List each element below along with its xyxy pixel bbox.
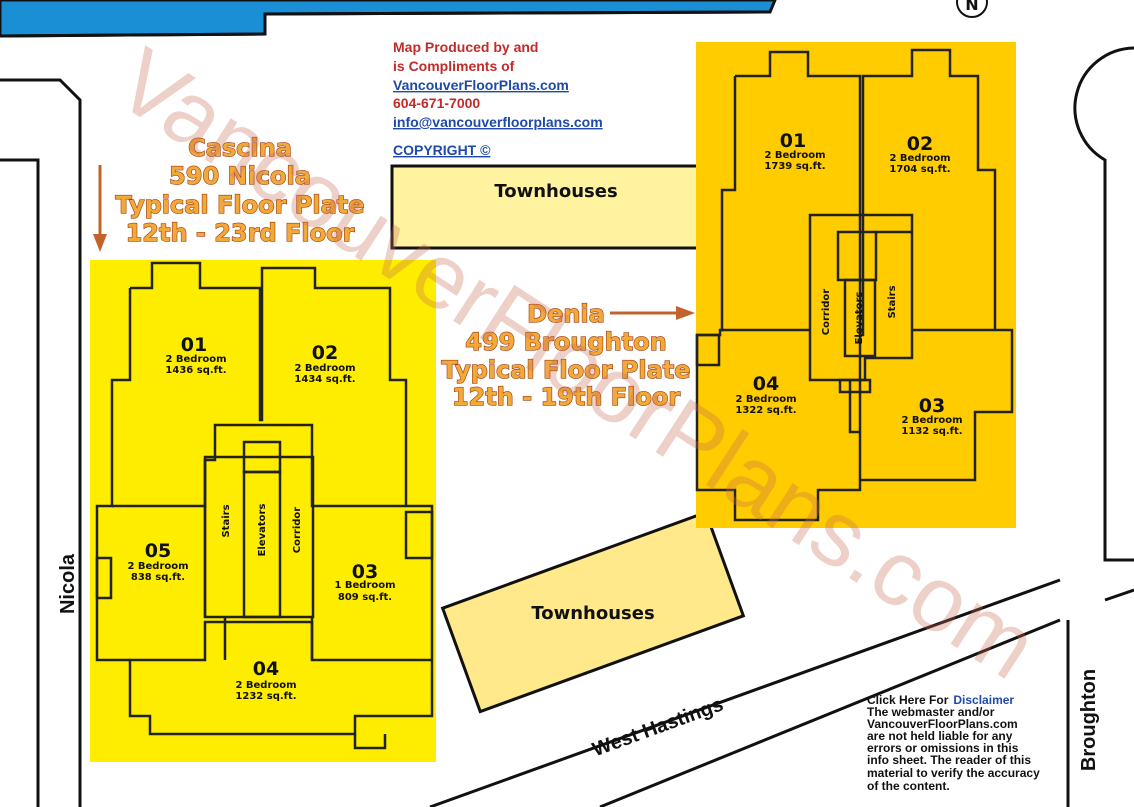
cascina-unit-05-number: 05 (145, 540, 171, 562)
cascina-elevators-label: Elevators (257, 504, 268, 557)
denia-elevators-label: Elevators (854, 292, 865, 345)
producer-phone: 604-671-7000 (393, 95, 480, 111)
hastings-road-edge-lower (599, 618, 1061, 807)
denia-unit-01-beds: 2 Bedroom (764, 150, 825, 161)
disclaimer-line-5: info sheet. The reader of this (867, 753, 1031, 767)
denia-unit-02-beds: 2 Bedroom (889, 153, 950, 164)
producer-info: Map Produced by and is Compliments of Va… (393, 39, 603, 158)
denia-name: Denia (527, 300, 605, 328)
denia-unit-04-size: 1322 sq.ft. (735, 405, 796, 416)
denia-plate: Typical Floor Plate (441, 356, 690, 384)
cascina-unit-03-size: 809 sq.ft. (338, 592, 392, 603)
road-edge-top-2 (0, 158, 40, 807)
producer-copyright: COPYRIGHT © (393, 142, 491, 158)
denia-stairs-label: Stairs (887, 285, 898, 318)
denia-floor-plate (695, 48, 1014, 522)
disclaimer-prefix: Click Here For Disclaimer (867, 693, 1014, 707)
cul-de-sac (1073, 46, 1134, 562)
disclaimer-line-6: material to verify the accuracy (867, 766, 1040, 780)
cascina-corridor-label: Corridor (292, 507, 303, 554)
denia-unit-04-number: 04 (753, 373, 779, 395)
cascina-address: 590 Nicola (169, 162, 311, 190)
disclaimer-line-3: are not held liable for any (867, 729, 1013, 743)
denia-unit-03-number: 03 (919, 395, 945, 417)
cascina-plate: Typical Floor Plate (115, 191, 364, 219)
cascina-unit-01-beds: 2 Bedroom (165, 354, 226, 365)
denia-lot (696, 42, 1016, 528)
cascina-unit-05-size: 838 sq.ft. (131, 572, 185, 583)
cascina-unit-03-beds: 1 Bedroom (334, 580, 395, 591)
street-broughton: Broughton (1078, 669, 1100, 771)
denia-unit-02-size: 1704 sq.ft. (889, 164, 950, 175)
cascina-unit-04-number: 04 (253, 658, 279, 680)
producer-email[interactable]: info@vancouverfloorplans.com (393, 114, 603, 130)
disclaimer-line-4: errors or omissions in this (867, 741, 1019, 755)
cascina-floors: 12th - 23rd Floor (126, 219, 355, 247)
producer-email-link[interactable]: info@vancouverfloorplans.com (393, 114, 603, 130)
producer-line2: is Compliments of (393, 58, 515, 74)
townhouses-bottom-block: Townhouses (440, 510, 746, 714)
cascina-stairs-label: Stairs (221, 504, 232, 537)
cascina-unit-01-size: 1436 sq.ft. (165, 365, 226, 376)
cascina-arrow (93, 165, 107, 252)
cascina-unit-02-size: 1434 sq.ft. (294, 374, 355, 385)
denia-arrow (610, 306, 695, 320)
street-west-hastings: West Hastings (590, 694, 727, 762)
denia-unit-01-size: 1739 sq.ft. (764, 161, 825, 172)
townhouses-bottom-label: Townhouses (531, 603, 654, 624)
producer-website[interactable]: VancouverFloorPlans.com (393, 77, 569, 93)
cascina-floor-plate (95, 261, 434, 750)
cascina-unit-02-number: 02 (312, 342, 338, 364)
cascina-unit-05-beds: 2 Bedroom (127, 561, 188, 572)
townhouses-top-label: Townhouses (494, 181, 617, 202)
producer-website-link[interactable]: VancouverFloorPlans.com (393, 77, 569, 93)
cascina-unit-04-size: 1232 sq.ft. (235, 691, 296, 702)
north-arrow: N (956, 0, 988, 18)
hastings-road-edge-upper (429, 578, 1061, 807)
disclaimer-line-1: The webmaster and/or (867, 705, 995, 719)
denia-unit-01-number: 01 (780, 130, 806, 152)
street-nicola: Nicola (57, 553, 79, 614)
cascina-unit-02-beds: 2 Bedroom (294, 363, 355, 374)
disclaimer-line-2: VancouverFloorPlans.com (867, 717, 1018, 731)
denia-unit-04-beds: 2 Bedroom (735, 394, 796, 405)
denia-unit-02-number: 02 (907, 133, 933, 155)
denia-floors: 12th - 19th Floor (452, 383, 681, 411)
cascina-name: Cascina (188, 134, 292, 162)
producer-line1: Map Produced by and (393, 39, 538, 55)
disclaimer-line-7: of the content. (867, 779, 950, 793)
cascina-unit-03-number: 03 (352, 561, 378, 583)
denia-unit-03-beds: 2 Bedroom (901, 415, 962, 426)
water-body (0, 0, 777, 38)
broughton-road-edge-2 (1104, 588, 1134, 602)
denia-corridor-label: Corridor (821, 289, 832, 336)
cascina-unit-04-beds: 2 Bedroom (235, 680, 296, 691)
disclaimer: Click Here For Disclaimer The webmaster a… (867, 693, 1040, 793)
north-label: N (965, 0, 978, 14)
road-edge-top (0, 78, 82, 807)
denia-unit-03-size: 1132 sq.ft. (901, 426, 962, 437)
disclaimer-link[interactable]: Disclaimer (953, 693, 1014, 707)
denia-address: 499 Broughton (465, 328, 666, 356)
cascina-unit-01-number: 01 (181, 334, 207, 356)
seawall (0, 10, 771, 38)
disclaimer-prefix-text: Click Here For (867, 693, 949, 707)
